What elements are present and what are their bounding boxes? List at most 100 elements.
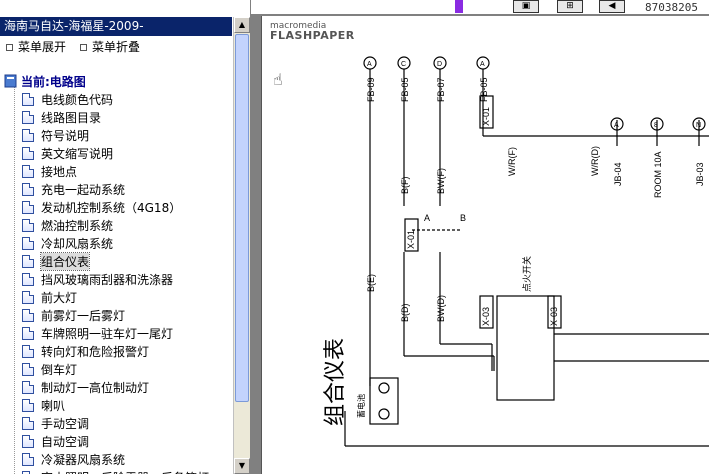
tree-connector — [14, 84, 15, 474]
collapse-icon — [80, 43, 87, 51]
scroll-thumb[interactable] — [235, 34, 249, 402]
fuse-label: FB-09 — [366, 77, 376, 102]
document-icon — [22, 416, 34, 430]
document-icon — [22, 452, 34, 466]
wire-label: W/R(D) — [590, 146, 600, 176]
fuse-circle-label: D — [437, 61, 442, 68]
flashpaper-logo: macromedia FLASHPAPER — [270, 22, 355, 42]
flash-product: FLASHPAPER — [270, 29, 355, 42]
document-icon — [22, 182, 34, 196]
tree-item[interactable]: 倒车灯 — [22, 360, 77, 378]
tree-item-label: 英文缩写说明 — [41, 146, 114, 161]
document-icon — [22, 362, 34, 376]
connector-label: X-03 — [549, 307, 559, 326]
wire-label: B(D) — [400, 304, 410, 323]
tree-item[interactable]: 接地点 — [22, 162, 77, 180]
tree-item-label: 前雾灯一后雾灯 — [41, 308, 126, 323]
fuse-label: FB-05 — [400, 77, 410, 102]
tree-item[interactable]: 发动机控制系统（4G18） — [22, 198, 181, 216]
scroll-down-button[interactable]: ▼ — [234, 458, 250, 474]
document-icon — [22, 272, 34, 286]
hand-cursor-icon: ☝ — [273, 70, 283, 89]
tree-item-label: 转向灯和危险报警灯 — [41, 344, 150, 359]
tree-item[interactable]: 电线颜色代码 — [22, 90, 113, 108]
jb-label: JB-04 — [613, 162, 623, 186]
back-button[interactable]: ◀ — [599, 0, 625, 13]
marker-icon — [455, 0, 463, 13]
tree-item[interactable]: 挡风玻璃雨刮器和洗涤器 — [22, 270, 173, 288]
tree-item[interactable]: 车牌照明一驻车灯一尾灯 — [22, 324, 173, 342]
tree-item[interactable]: 冷却风扇系统 — [22, 234, 113, 252]
jb-circle-label: A — [614, 122, 619, 129]
tree-item-label: 自动空调 — [41, 434, 90, 449]
wire-label: B(F) — [400, 177, 410, 195]
connector-pin-label: A — [424, 213, 430, 223]
tree-item-label: 车牌照明一驻车灯一尾灯 — [41, 326, 174, 341]
tree-item-label: 接地点 — [41, 164, 78, 179]
document-icon — [22, 146, 34, 160]
vertical-scrollbar[interactable]: ▲ ▼ — [233, 17, 250, 474]
tree-item[interactable]: 前大灯 — [22, 288, 77, 306]
tree-item-label: 喇叭 — [41, 398, 66, 413]
tree-item-label: 手动空调 — [41, 416, 90, 431]
document-icon — [22, 398, 34, 412]
tree-item[interactable]: 喇叭 — [22, 396, 65, 414]
tree-root[interactable]: 当前:电路图 — [4, 72, 86, 90]
fit-width-button[interactable]: ▣ — [513, 0, 539, 13]
wire-label: BW(F) — [436, 168, 446, 194]
battery-label: 蓄电池 — [356, 394, 366, 418]
tree-item[interactable]: 充电一起动系统 — [22, 180, 125, 198]
document-icon — [22, 326, 34, 340]
tree-view: 当前:电路图 电线颜色代码线路图目录符号说明英文缩写说明接地点充电一起动系统发动… — [0, 70, 232, 474]
tree-item-label: 倒车灯 — [41, 362, 78, 377]
document-icon — [22, 200, 34, 214]
fuse-label: FB-07 — [436, 77, 446, 102]
tree-item[interactable]: 燃油控制系统 — [22, 216, 113, 234]
tree-item[interactable]: 自动空调 — [22, 432, 89, 450]
fuse-circle-label: A — [367, 61, 372, 68]
document-icon — [22, 164, 34, 178]
tree-root-label: 当前:电路图 — [21, 74, 86, 89]
tree-item[interactable]: 线路图目录 — [22, 108, 101, 126]
document-icon — [22, 470, 34, 474]
tree-item[interactable]: 冷凝器风扇系统 — [22, 450, 125, 468]
tree-item-label: 发动机控制系统（4G18） — [41, 200, 182, 215]
tree-item[interactable]: 转向灯和危险报警灯 — [22, 342, 149, 360]
tree-item[interactable]: 符号说明 — [22, 126, 89, 144]
wire-label: B(E) — [366, 274, 376, 292]
page-counter: 87038205 — [645, 1, 698, 14]
fuse-circle-label: C — [401, 61, 406, 68]
jb-circle-label: 8 — [654, 122, 658, 129]
tree-item[interactable]: 制动灯一高位制动灯 — [22, 378, 149, 396]
viewer-toolbar: ▣ ⊞ ◀ 87038205 — [251, 0, 709, 14]
document-icon — [22, 308, 34, 322]
wire-label: W/R(F) — [507, 147, 517, 176]
tree-item[interactable]: 英文缩写说明 — [22, 144, 113, 162]
scroll-up-button[interactable]: ▲ — [234, 17, 250, 33]
connector-label: X-01 — [406, 230, 416, 249]
tree-item-label: 燃油控制系统 — [41, 218, 114, 233]
tree-item[interactable]: 前雾灯一后雾灯 — [22, 306, 125, 324]
tree-item-label: 制动灯一高位制动灯 — [41, 380, 150, 395]
document-page: macromedia FLASHPAPER ☝ — [261, 16, 709, 474]
collapse-menu-button[interactable]: 菜单折叠 — [80, 38, 140, 56]
document-icon — [22, 434, 34, 448]
expand-menu-button[interactable]: 菜单展开 — [6, 38, 66, 56]
document-icon — [22, 110, 34, 124]
tree-item[interactable]: 室内照明一后除霜器一后备箱灯 — [22, 468, 209, 474]
switch-label: 点火开关 — [521, 256, 532, 292]
menu-bar: 菜单展开 菜单折叠 — [0, 38, 232, 56]
collapse-menu-label: 菜单折叠 — [92, 40, 141, 54]
tree-item-label: 冷却风扇系统 — [41, 236, 114, 251]
tree-item[interactable]: 手动空调 — [22, 414, 89, 432]
fit-page-button[interactable]: ⊞ — [557, 0, 583, 13]
navigation-pane: 海南马自达-海福星-2009- 菜单展开 菜单折叠 当前:电路图 电线颜色代码线… — [0, 0, 251, 474]
diagram-title: 组合仪表 — [322, 338, 347, 426]
document-viewer: ▣ ⊞ ◀ 87038205 macromedia FLASHPAPER ☝ — [251, 0, 709, 474]
expand-icon — [6, 43, 13, 51]
tree-item[interactable]: 组合仪表 — [22, 251, 91, 271]
jb-label: ROOM 10A — [653, 151, 663, 198]
wire-label: BW(D) — [436, 295, 446, 322]
tree-item-label: 符号说明 — [41, 128, 90, 143]
book-icon — [4, 74, 17, 88]
